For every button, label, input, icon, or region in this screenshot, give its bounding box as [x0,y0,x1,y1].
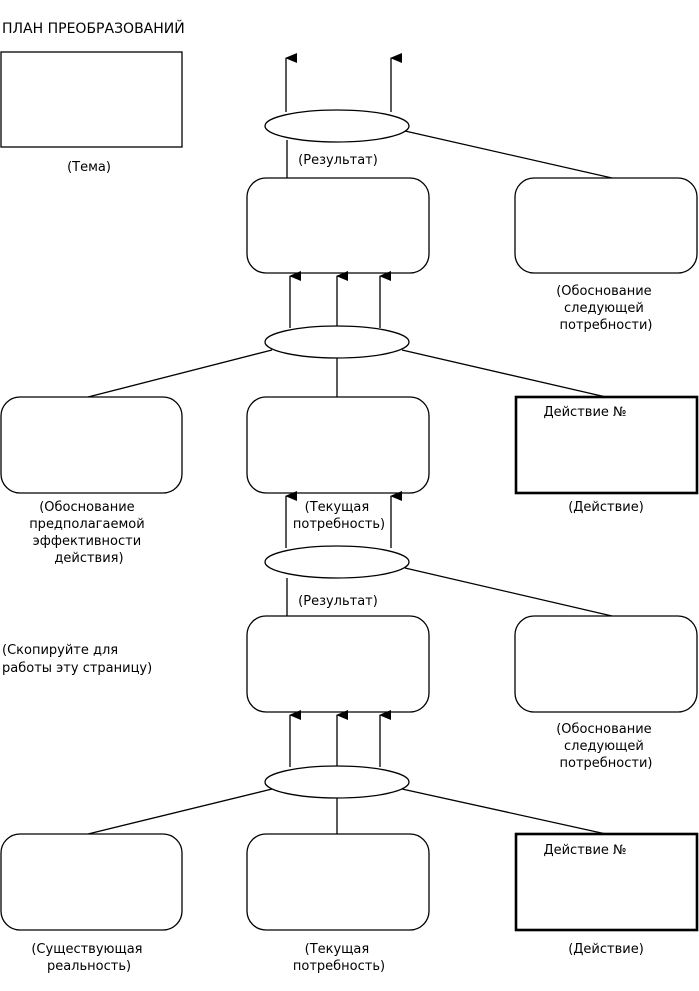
result-label-mid: (Результат) [298,594,378,609]
result-box-bottom[interactable] [246,615,430,713]
result-ellipse-top[interactable] [264,109,410,143]
connector-ellipse2-to-action-box [401,349,607,398]
action-label-mid: (Действие) [568,500,644,515]
connector-ellipse2-to-efficiency-box [87,349,273,398]
next-need-label-top: (Обоснование следующей потребности) [556,284,656,333]
result-box-top[interactable] [246,177,430,274]
connector-ellipse4-to-action-box-bottom [401,788,607,835]
next-need-label-bottom: (Обоснование следующей потребности) [556,722,656,771]
connector-result-top-to-next-need [404,130,613,179]
action-box-bottom[interactable] [514,832,699,932]
topic-label: (Тема) [67,160,111,175]
ellipse-bottom[interactable] [264,765,410,799]
next-need-box-bottom[interactable] [514,615,698,713]
copy-note: (Скопируйте для работы эту страницу) [2,643,152,676]
current-need-label-mid: (Текущая потребность) [293,500,385,532]
efficiency-box[interactable] [0,396,183,494]
next-need-box-top[interactable] [514,177,698,274]
connector-ellipse3-to-next-need-bottom [404,567,613,617]
connector-ellipse4-to-existing-reality-box [87,788,273,835]
action-box-top-text: Действие № [543,405,626,420]
current-need-box-mid[interactable] [246,396,430,494]
ellipse-mid-upper[interactable] [264,325,410,359]
action-box-top[interactable] [514,395,699,495]
result-label-top: (Результат) [298,153,378,168]
topic-box[interactable] [0,51,183,148]
page-title: ПЛАН ПРЕОБРАЗОВАНИЙ [2,19,185,37]
existing-reality-box[interactable] [0,833,183,931]
existing-reality-label: (Существующая реальность) [31,942,146,974]
action-label-bottom: (Действие) [568,942,644,957]
current-need-box-bottom[interactable] [246,833,430,931]
expected-efficiency-label: (Обоснование предполагаемой эффективност… [29,500,149,566]
current-need-label-bottom: (Текущая потребность) [293,942,385,974]
ellipse-mid-lower[interactable] [264,545,410,579]
action-box-bottom-text: Действие № [543,843,626,858]
